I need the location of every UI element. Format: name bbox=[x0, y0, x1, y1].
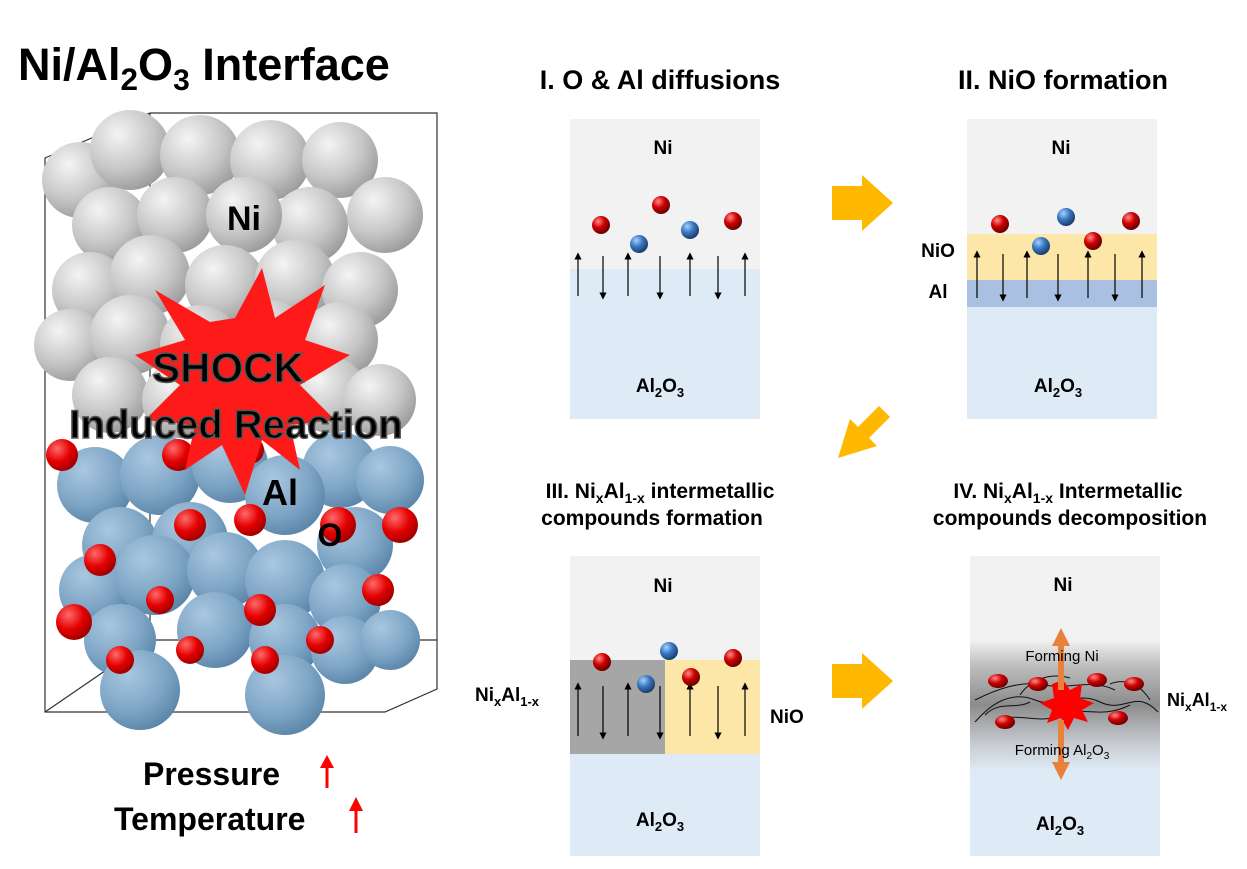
stage-4-ni-label: Ni bbox=[1054, 575, 1073, 596]
al2o3-atom-cluster bbox=[46, 427, 424, 735]
stage-1-title: I. O & Al diffusions bbox=[540, 65, 781, 95]
forming-al2o3-arrow-icon bbox=[1052, 720, 1070, 780]
stage-3-ni-label: Ni bbox=[654, 576, 673, 597]
stage-1-ni-label: Ni bbox=[654, 138, 673, 159]
forming-al2o3-label: Forming Al2O3 bbox=[1015, 742, 1110, 762]
stage-1-al2o3-label: Al2O3 bbox=[636, 376, 684, 400]
main-title: Ni/Al2O3 Interface bbox=[18, 39, 390, 97]
stage-2-al-label: Al bbox=[929, 282, 948, 303]
stage-4-panel: IV. NixAl1-x Intermetallic compounds dec… bbox=[933, 480, 1227, 856]
stage-4-title-line2: compounds decomposition bbox=[933, 507, 1207, 530]
shock-label: SHOCK bbox=[152, 344, 304, 391]
arrow-stage2-to-stage3 bbox=[838, 406, 890, 458]
temperature-up-arrow-icon bbox=[349, 797, 363, 833]
stage-4-nial-label: NixAl1-x bbox=[1167, 690, 1227, 714]
al-atom-label: Al bbox=[262, 472, 298, 513]
stage-3-panel: III. NixAl1-x intermetallic compounds fo… bbox=[475, 480, 804, 856]
stage-3-nio-label: NiO bbox=[770, 707, 804, 728]
forming-ni-label: Forming Ni bbox=[1025, 648, 1098, 665]
stage-2-al2o3-label: Al2O3 bbox=[1034, 376, 1082, 400]
stage-3-nial-label: NixAl1-x bbox=[475, 685, 540, 709]
decomposition-burst-icon bbox=[1040, 680, 1094, 730]
pressure-up-arrow-icon bbox=[320, 755, 334, 788]
arrow-stage3-to-stage4 bbox=[832, 653, 893, 709]
stage-2-diffusion-arrows bbox=[973, 250, 1146, 302]
ni-atom-cluster bbox=[34, 110, 423, 438]
stage-2-panel: II. NiO formation Ni NiO Al Al2O3 bbox=[921, 65, 1168, 419]
stage-3-al2o3-label: Al2O3 bbox=[636, 810, 684, 834]
pressure-label: Pressure bbox=[143, 756, 280, 792]
ni-atom-label: Ni bbox=[227, 200, 261, 238]
stage-4-title: IV. NixAl1-x Intermetallic bbox=[953, 480, 1182, 506]
arrow-stage1-to-stage2 bbox=[832, 175, 893, 231]
stage-1-atoms bbox=[592, 196, 742, 253]
stage-2-title: II. NiO formation bbox=[958, 65, 1168, 95]
stage-3-title-line2: compounds formation bbox=[541, 507, 763, 530]
shock-burst-icon bbox=[135, 268, 350, 495]
stage-2-atoms bbox=[991, 208, 1140, 255]
forming-ni-arrow-icon bbox=[1052, 628, 1070, 690]
stage-2-ni-label: Ni bbox=[1052, 138, 1071, 159]
stage-3-diffusion-arrows bbox=[574, 682, 749, 740]
o-atom-label: O bbox=[318, 517, 343, 553]
induced-reaction-label: Induced Reaction bbox=[69, 403, 402, 447]
temperature-label: Temperature bbox=[114, 801, 305, 837]
stage-3-title: III. NixAl1-x intermetallic bbox=[546, 480, 775, 506]
left-panel: Ni/Al2O3 Interface bbox=[18, 39, 438, 837]
diffusion-arrows bbox=[574, 252, 749, 300]
stage-2-nio-label: NiO bbox=[921, 241, 955, 262]
stage-3-atoms bbox=[593, 642, 742, 693]
stage-4-atoms bbox=[988, 673, 1144, 729]
stage-1-panel: I. O & Al diffusions Ni Al2O3 bbox=[540, 65, 781, 419]
stage-4-al2o3-label: Al2O3 bbox=[1036, 814, 1084, 838]
